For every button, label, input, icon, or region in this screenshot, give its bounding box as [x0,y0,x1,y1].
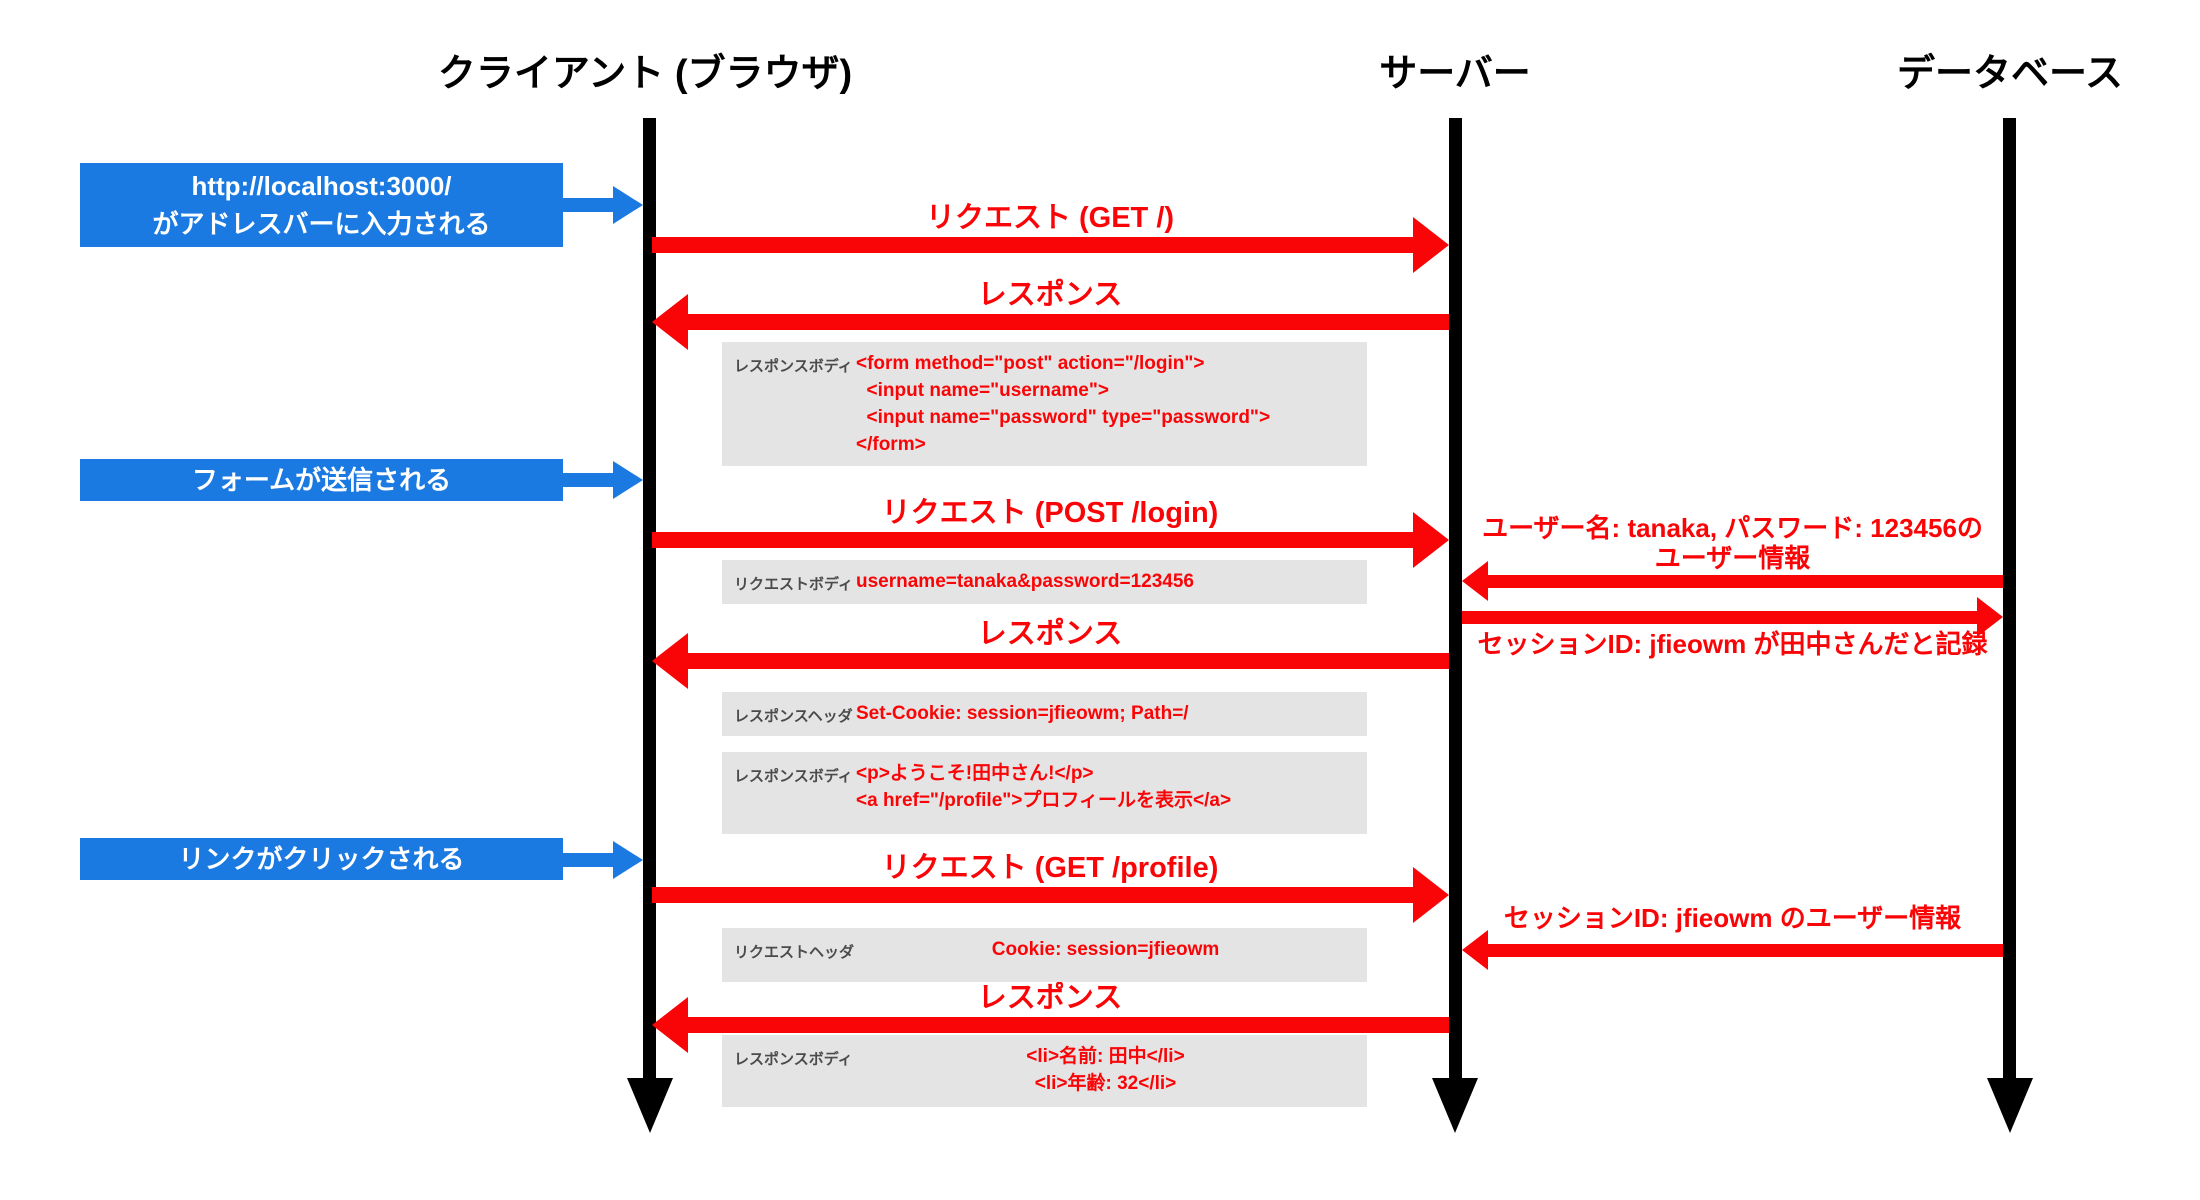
payload-box-response-body-form: レスポンスボディ <form method="post" action="/lo… [722,342,1367,466]
arrow-head-icon [1462,561,1488,601]
arrow-head-icon [1413,217,1449,273]
code-line: </form> [856,434,926,455]
payload-box-request-body: リクエストボディ username=tanaka&password=123456 [722,560,1367,604]
code-line: <form method="post" action="/login"> [856,353,1205,374]
message-label-user-info: ユーザー名: tanaka, パスワード: 123456の ユーザー情報 [1462,513,2003,573]
message-label-line: ユーザー情報 [1654,543,1811,573]
payload-code: <li>名前: 田中</li> <li>年齢: 32</li> [856,1043,1355,1097]
database-lifeline [2003,118,2016,1080]
payload-code: username=tanaka&password=123456 [856,568,1355,595]
payload-code: Cookie: session=jfieowm [856,936,1355,963]
arrow-head-icon [652,633,688,689]
code-line: <li>年齢: 32</li> [1034,1073,1177,1094]
event-arrow-shaft [563,473,613,487]
event-text: http://localhost:3000/ [191,171,452,201]
client-lifeline [643,118,656,1080]
code-line: <a href="/profile">プロフィールを表示</a> [856,790,1232,811]
message-arrow-session-record [1462,597,2003,637]
message-arrow-session-user-info [1462,930,2003,970]
payload-box-response-body-profile: レスポンスボディ <li>名前: 田中</li> <li>年齢: 32</li> [722,1035,1367,1107]
event-box-form-submitted: フォームが送信される [80,459,563,501]
message-label-line: ユーザー名: tanaka, パスワード: 123456の [1482,513,1983,543]
message-label-session-record: セッションID: jfieowm が田中さんだと記録 [1477,629,1988,659]
code-line: <input name="password" type="password"> [856,407,1271,428]
message-label-response-3: レスポンス [977,982,1123,1014]
arrow-head-icon [652,294,688,350]
message-arrow-request-get-root [652,217,1449,273]
message-label-response-1: レスポンス [977,279,1123,311]
event-arrow-head [613,186,643,224]
arrow-head-icon [1413,867,1449,923]
message-arrow-user-info [1462,561,2003,601]
event-arrow-head [613,841,643,879]
message-arrow-request-post-login [652,512,1449,568]
server-lifeline-arrowhead-icon [1432,1078,1478,1133]
code-line: Cookie: session=jfieowm [991,939,1220,960]
payload-box-response-header: レスポンスヘッダ Set-Cookie: session=jfieowm; Pa… [722,692,1367,736]
lifeline-title-server: サーバー [1379,53,1531,95]
event-arrow-head [613,461,643,499]
event-text: リンクがクリックされる [178,844,465,874]
payload-code: <form method="post" action="/login"> <in… [856,350,1355,458]
lifeline-title-database: データベース [1896,53,2124,95]
payload-type-label: レスポンスボディ [734,1051,853,1068]
message-label-request-post-login: リクエスト (POST /login) [881,497,1219,529]
message-label-request-get-root: リクエスト (GET /) [925,202,1175,234]
event-text: フォームが送信される [191,465,452,495]
payload-box-request-header: リクエストヘッダ Cookie: session=jfieowm [722,928,1367,982]
arrow-head-icon [1413,512,1449,568]
event-arrow-shaft [563,853,613,867]
code-line: Set-Cookie: session=jfieowm; Path=/ [856,703,1189,724]
arrow-head-icon [1462,930,1488,970]
payload-type-label: レスポンスヘッダ [734,708,853,725]
event-arrow-shaft [563,198,613,212]
code-line: <input name="username"> [856,380,1109,401]
message-label-request-get-profile: リクエスト (GET /profile) [881,852,1219,884]
payload-type-label: リクエストヘッダ [734,944,855,961]
code-line: <li>名前: 田中</li> [1026,1046,1185,1067]
message-arrow-response-2 [652,633,1449,689]
code-line: username=tanaka&password=123456 [856,571,1194,592]
payload-type-label: レスポンスボディ [734,358,853,375]
server-lifeline [1449,118,1462,1080]
payload-code: Set-Cookie: session=jfieowm; Path=/ [856,700,1355,727]
message-arrow-response-1 [652,294,1449,350]
arrow-head-icon [652,997,688,1053]
lifeline-title-client: クライアント (ブラウザ) [437,53,853,95]
payload-code: <p>ようこそ!田中さん!</p> <a href="/profile">プロフ… [856,760,1355,814]
client-lifeline-arrowhead-icon [627,1078,673,1133]
event-arrow-icon [563,841,643,879]
message-label-response-2: レスポンス [977,618,1123,650]
database-lifeline-arrowhead-icon [1987,1078,2033,1133]
message-arrow-request-get-profile [652,867,1449,923]
message-arrow-response-3 [652,997,1449,1053]
event-box-url-entered: http://localhost:3000/ がアドレスバーに入力される [80,163,563,247]
event-arrow-icon [563,461,643,499]
event-box-link-clicked: リンクがクリックされる [80,838,563,880]
event-arrow-icon [563,186,643,224]
arrow-head-icon [1977,597,2003,637]
payload-type-label: リクエストボディ [734,576,853,593]
code-line: <p>ようこそ!田中さん!</p> [856,763,1094,784]
event-text: がアドレスバーに入力される [152,209,491,239]
payload-type-label: レスポンスボディ [734,768,853,785]
message-label-session-user-info: セッションID: jfieowm のユーザー情報 [1503,903,1962,933]
payload-box-response-body-welcome: レスポンスボディ <p>ようこそ!田中さん!</p> <a href="/pro… [722,752,1367,834]
